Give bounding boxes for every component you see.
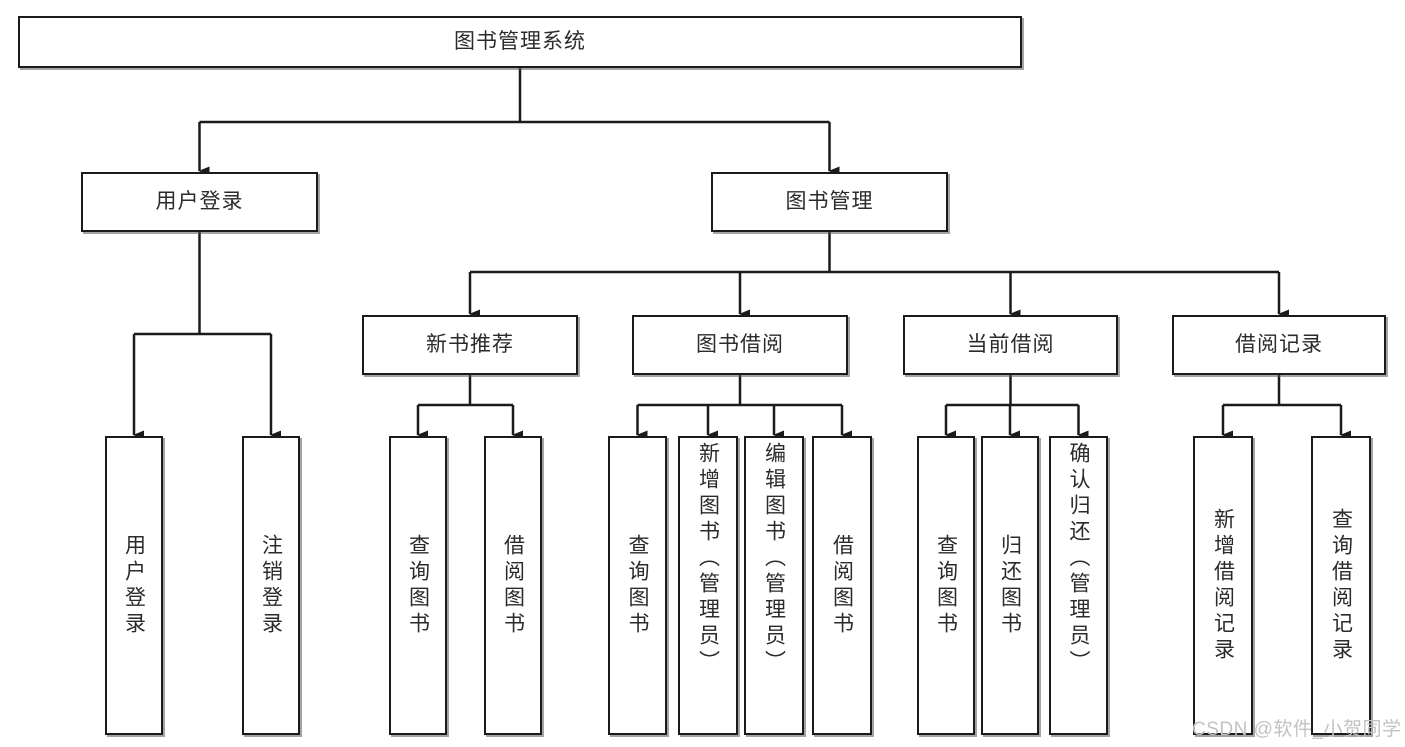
node-leaf-return-book[interactable]: 归还图书 — [981, 436, 1039, 735]
node-label: 查询图书 — [626, 533, 650, 638]
node-label: 新增图书（管理员） — [696, 442, 720, 676]
node-label: 注销登录 — [259, 533, 283, 638]
node-leaf-borrow-book-a[interactable]: 借阅图书 — [484, 436, 542, 735]
node-user-login[interactable]: 用户登录 — [81, 172, 318, 232]
node-book-borrow[interactable]: 图书借阅 — [632, 315, 848, 375]
node-leaf-query-record[interactable]: 查询借阅记录 — [1311, 436, 1371, 735]
node-label: 借阅记录 — [1235, 333, 1323, 357]
node-label: 新书推荐 — [426, 333, 514, 357]
node-leaf-edit-book[interactable]: 编辑图书（管理员） — [744, 436, 804, 735]
node-root[interactable]: 图书管理系统 — [18, 16, 1022, 68]
node-label: 查询图书 — [934, 533, 958, 638]
node-label: 图书管理系统 — [454, 30, 586, 54]
node-label: 用户登录 — [155, 190, 244, 214]
node-label: 用户登录 — [122, 533, 146, 638]
node-label: 查询图书 — [406, 533, 430, 638]
node-label: 归还图书 — [998, 533, 1022, 638]
node-label: 新增借阅记录 — [1211, 507, 1235, 664]
node-label: 确认归还（管理员） — [1067, 442, 1091, 676]
node-label: 查询借阅记录 — [1329, 507, 1353, 664]
node-leaf-add-record[interactable]: 新增借阅记录 — [1193, 436, 1253, 735]
node-label: 图书管理 — [785, 190, 874, 214]
node-leaf-borrow-book-b[interactable]: 借阅图书 — [812, 436, 872, 735]
csdn-watermark: CSDN @软件_小贺同学 — [1192, 719, 1402, 740]
node-label: 当前借阅 — [966, 333, 1055, 357]
node-leaf-query-book-b[interactable]: 查询图书 — [608, 436, 667, 735]
node-leaf-confirm-return[interactable]: 确认归还（管理员） — [1049, 436, 1108, 735]
node-borrow-record[interactable]: 借阅记录 — [1172, 315, 1386, 375]
node-leaf-add-book[interactable]: 新增图书（管理员） — [678, 436, 738, 735]
node-label: 借阅图书 — [501, 533, 525, 638]
node-current-borrow[interactable]: 当前借阅 — [903, 315, 1118, 375]
node-leaf-query-book-a[interactable]: 查询图书 — [389, 436, 447, 735]
node-book-manage[interactable]: 图书管理 — [711, 172, 948, 232]
node-new-book-rec[interactable]: 新书推荐 — [362, 315, 578, 375]
node-label: 编辑图书（管理员） — [762, 442, 786, 676]
node-label: 借阅图书 — [830, 533, 854, 638]
node-leaf-user-login[interactable]: 用户登录 — [105, 436, 163, 735]
node-leaf-logout[interactable]: 注销登录 — [242, 436, 300, 735]
node-leaf-query-book-c[interactable]: 查询图书 — [917, 436, 975, 735]
node-label: 图书借阅 — [696, 333, 784, 357]
